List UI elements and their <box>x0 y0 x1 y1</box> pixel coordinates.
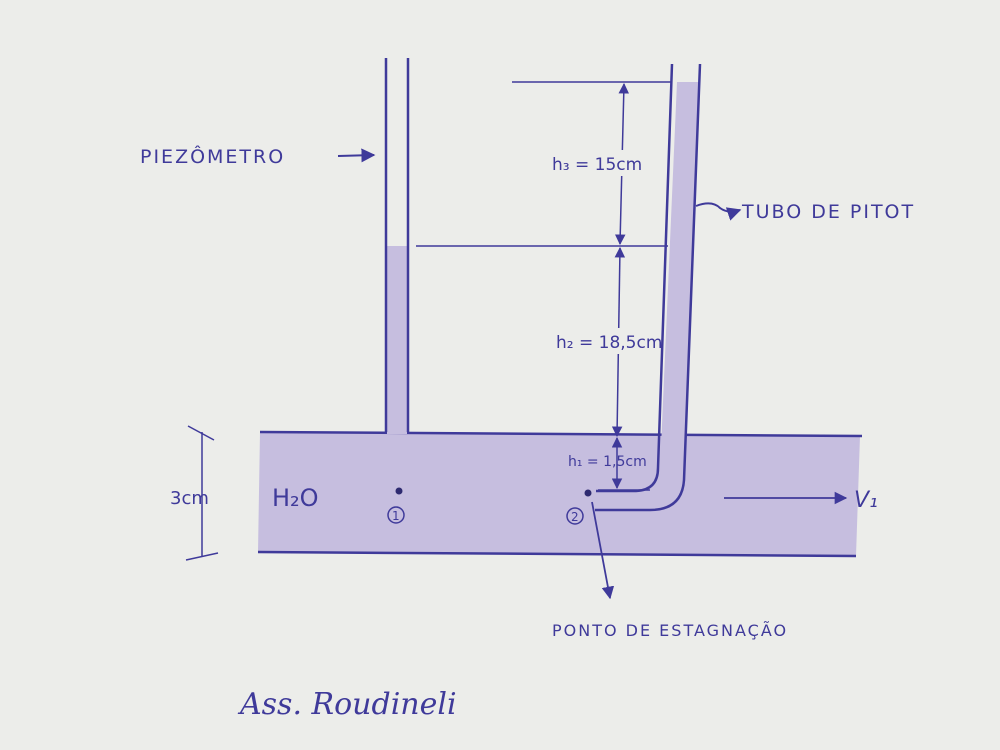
fluid-label: H₂O <box>272 484 319 512</box>
stagnation-point-label: PONTO DE ESTAGNAÇÃO <box>552 621 788 640</box>
pipe-bottom-wall <box>257 550 857 558</box>
pitot-tube-label: TUBO DE PITOT <box>741 201 915 223</box>
pitot-inner-wall <box>596 63 674 493</box>
pipe-height-tick-bottom <box>185 552 219 561</box>
pipe-top-wall <box>259 430 863 438</box>
signature: Ass. Roudineli <box>237 687 457 722</box>
h2-label: h₂ = 18,5cm <box>556 333 662 353</box>
pitot-tube <box>595 63 702 512</box>
pitot-outer-wall <box>595 63 702 512</box>
velocity-label: V₁ <box>854 488 878 513</box>
h1-label: h₁ = 1,5cm <box>568 454 647 470</box>
stagnation-pointer-arrow <box>591 501 615 600</box>
h3-label: h₃ = 15cm <box>552 155 642 175</box>
piezometer-tube <box>384 58 410 434</box>
point-1-dot <box>395 487 403 495</box>
pitot-pointer-arrow <box>695 202 742 221</box>
point-2-dot <box>584 489 592 497</box>
pitot-water-column <box>597 82 700 510</box>
piezometer-water-column <box>387 246 407 434</box>
point-1-label: 1 <box>392 509 400 523</box>
piezometer-pointer-arrow <box>337 148 376 163</box>
pipe-height-label: 3cm <box>170 488 209 509</box>
point-2-marker <box>566 507 584 525</box>
pipe-height-tick-top <box>187 425 215 441</box>
piezometer-label: PIEZÔMETRO <box>140 144 285 168</box>
point-2-label: 2 <box>571 510 579 524</box>
point-1-marker <box>387 506 405 524</box>
pipe <box>257 430 863 558</box>
pipe-water <box>258 432 860 556</box>
